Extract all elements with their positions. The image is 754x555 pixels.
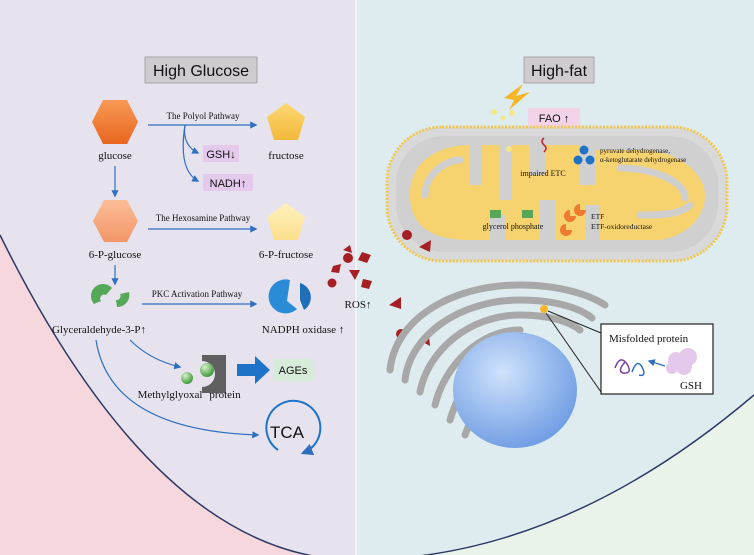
f6p-label: 6-P-fructose: [259, 249, 313, 261]
impaired-etc-icon: [541, 137, 547, 153]
misfolded-protein-purple-icon: [614, 359, 630, 374]
g3p-to-methylglyoxal-arrow: [129, 339, 182, 370]
impaired-etc-label: impaired ETC: [520, 169, 566, 178]
etf-shapes-icon: [560, 204, 586, 236]
g3p-to-tca-arrow: [95, 339, 260, 439]
nadph-oxidase-right-icon: [300, 283, 311, 310]
ages-label: AGEs: [279, 365, 308, 377]
g3p-label: Glyceraldehyde-3-P↑: [52, 324, 146, 336]
ros-triangle-er-icon: [389, 297, 401, 309]
cell-membrane: [0, 234, 754, 555]
misfolded-protein-label: Misfolded protein: [609, 333, 689, 345]
nadph-oxidase-label: NADPH oxidase ↑: [262, 324, 345, 336]
pkc-pathway-label: PKC Activation Pathway: [152, 289, 243, 299]
ages-big-arrow-icon: [237, 356, 270, 384]
g6p-label: 6-P-glucose: [89, 249, 142, 261]
ros-label: ROS↑: [345, 299, 372, 311]
ages-box: [273, 359, 313, 381]
g3p-right-fragment-icon: [116, 292, 130, 308]
callout-line-top: [547, 310, 602, 334]
fructose-label: fructose: [268, 150, 304, 162]
protein-block-icon: [202, 355, 226, 393]
misfolded-protein-marker-icon: [540, 305, 548, 313]
pdh-label-line2: α-ketoglutarate dehydrogenase: [600, 156, 686, 164]
high-fat-title: High-fat: [531, 63, 588, 80]
high-fat-title-box: [523, 56, 595, 84]
ros-cluster-icon: [327, 245, 372, 289]
g3p-left-fragment-icon: [90, 283, 112, 304]
fructose-pentagon-icon: [267, 103, 305, 140]
high-glucose-title-box: [144, 56, 258, 84]
pdh-label-line1: pyruvate dehydrogenase,: [600, 147, 670, 155]
protein-bound-sphere-icon: [200, 363, 214, 377]
energy-droplets-icon: [491, 109, 515, 121]
ros-dot-mito-icon: [402, 230, 412, 240]
polyol-pathway-label: The Polyol Pathway: [167, 111, 240, 121]
nadh-branch-arrow: [182, 124, 200, 182]
glucose-label: glucose: [98, 150, 132, 162]
gsh-label: GSH: [680, 380, 702, 392]
protein-label: protein: [209, 389, 241, 401]
tca-cycle-arrow: [265, 399, 322, 456]
tca-label: TCA: [270, 423, 305, 442]
callout-line-bottom: [545, 312, 602, 393]
hexosamine-pathway-label: The Hexosamine Pathway: [156, 213, 251, 223]
lightning-bolt-icon: [504, 84, 530, 110]
nadh-up-label: NADH↑: [210, 178, 247, 190]
f6p-pentagon-icon: [267, 203, 305, 240]
glycerol-phosphate-left-icon: [490, 210, 501, 218]
g6p-hexagon-icon: [93, 200, 138, 242]
gsh-down-label: GSH↓: [206, 149, 235, 161]
high-glucose-title: High Glucose: [153, 63, 249, 80]
misfolded-protein-blue-icon: [631, 362, 645, 377]
gsh-down-box: [203, 145, 239, 162]
ros-triangle-mito-icon: [419, 240, 431, 252]
nadph-oxidase-left-icon: [268, 279, 297, 314]
nucleus: [453, 332, 577, 448]
nadh-up-box: [203, 174, 253, 191]
fao-box: [528, 108, 580, 128]
mito-droplet-icon: [506, 146, 512, 152]
gsh-to-protein-arrow: [647, 359, 666, 367]
pdh-circles-icon: [573, 145, 595, 165]
gsh-cloud-icon: [666, 348, 697, 375]
glucose-hexagon-icon: [92, 100, 138, 144]
fao-label: FAO ↑: [539, 113, 570, 125]
etf-label-line1: ETF: [591, 212, 604, 221]
mitochondrion: [385, 125, 729, 263]
methylglyoxal-sphere-icon: [181, 372, 193, 384]
glycerol-phosphate-right-icon: [522, 210, 533, 218]
glycerol-phosphate-label: glycerol phosphate: [483, 222, 544, 231]
methylglyoxal-label: Methylglyoxal: [138, 389, 203, 401]
etf-label-line2: ETF-oxidoreductase: [591, 222, 653, 231]
